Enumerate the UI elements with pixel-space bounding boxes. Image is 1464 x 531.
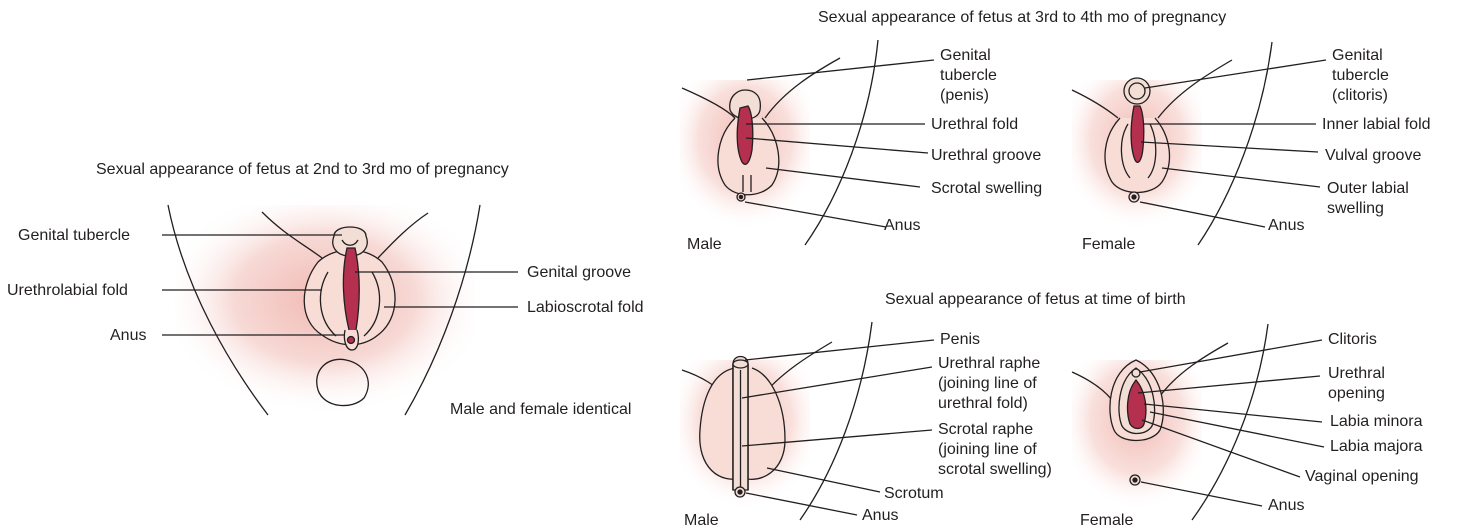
- label-inner-labial-fold: Inner labial fold: [1322, 116, 1431, 133]
- label-clitoris: Clitoris: [1328, 331, 1377, 348]
- label-anus-mid-female: Anus: [1268, 217, 1305, 234]
- label-anus-early: Anus: [110, 327, 147, 344]
- label-urethral-fold: Urethral fold: [931, 116, 1019, 133]
- label-vaginal-opening: Vaginal opening: [1305, 468, 1419, 485]
- label-urethrolabial-fold: Urethrolabial fold: [7, 282, 128, 299]
- early-figure: [162, 204, 518, 416]
- label-outer-labial-swelling: Outer labial swelling: [1327, 180, 1409, 217]
- label-genital-tubercle: Genital tubercle: [18, 227, 131, 244]
- label-urethral-raphe: Urethral raphe (joining line of urethral…: [938, 355, 1041, 412]
- birth-male-figure: [680, 321, 935, 521]
- label-genital-groove: Genital groove: [527, 264, 632, 281]
- label-anus-mid-male: Anus: [884, 217, 921, 234]
- label-scrotal-raphe: Scrotal raphe (joining line of scrotal s…: [938, 421, 1052, 478]
- mid-male-figure: [680, 39, 935, 246]
- label-scrotal-swelling: Scrotal swelling: [931, 180, 1043, 197]
- label-penis: Penis: [940, 331, 981, 348]
- label-urethral-groove: Urethral groove: [931, 147, 1042, 164]
- mid-panel-title: Sexual appearance of fetus at 3rd to 4th…: [818, 9, 1227, 26]
- birth-panel-title: Sexual appearance of fetus at time of bi…: [885, 291, 1186, 308]
- caption-mid-female: Female: [1082, 236, 1136, 253]
- label-labia-minora: Labia minora: [1330, 413, 1423, 430]
- label-genital-tubercle-penis: Genital tubercle (penis): [940, 47, 997, 104]
- label-genital-tubercle-clitoris: Genital tubercle (clitoris): [1332, 47, 1389, 104]
- label-urethral-opening: Urethral opening: [1328, 365, 1385, 402]
- label-labia-majora: Labia majora: [1330, 438, 1423, 455]
- caption-mid-male: Male: [687, 236, 722, 253]
- label-scrotum: Scrotum: [884, 485, 944, 502]
- caption-birth-female: Female: [1080, 512, 1134, 529]
- caption-birth-male: Male: [684, 512, 719, 529]
- mid-female-figure: [1071, 41, 1327, 246]
- label-vulval-groove: Vulval groove: [1325, 147, 1422, 164]
- label-anus-birth-male: Anus: [862, 507, 899, 524]
- birth-female-figure: [1071, 323, 1325, 521]
- caption-male-female-identical: Male and female identical: [450, 401, 632, 418]
- early-panel-title: Sexual appearance of fetus at 2nd to 3rd…: [96, 161, 509, 178]
- label-anus-birth-female: Anus: [1268, 497, 1305, 514]
- label-labioscrotal-fold: Labioscrotal fold: [527, 299, 644, 316]
